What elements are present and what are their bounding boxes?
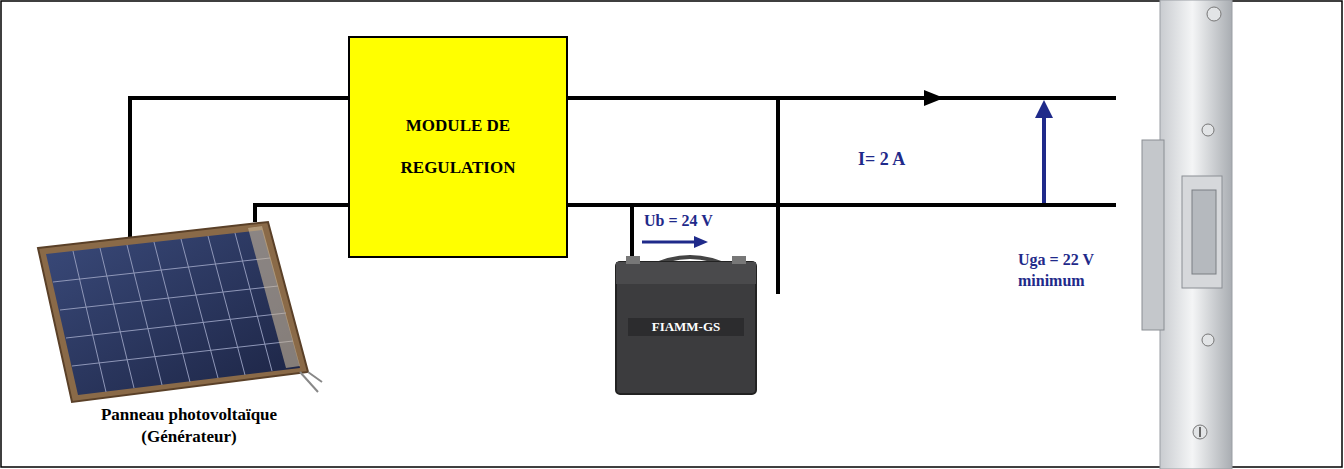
current-label: I= 2 A — [858, 148, 948, 171]
panel-caption: Panneau photovoltaïque (Générateur) — [64, 404, 314, 448]
load-voltage: Uga = 22 V minimum — [1018, 250, 1130, 292]
electric-strike — [1142, 0, 1232, 469]
node-text-wrap: MODULE DE REGULATION — [370, 105, 546, 190]
current-arrow — [924, 90, 944, 106]
regulation-module: MODULE DE REGULATION — [348, 36, 568, 258]
battery-voltage-arrow — [642, 236, 708, 248]
battery-brand: FIAMM-GS — [628, 319, 744, 336]
battery-voltage: Ub = 24 V — [644, 211, 754, 232]
solar-panel — [38, 222, 322, 402]
battery — [616, 256, 756, 394]
module-title: MODULE DE REGULATION — [370, 105, 546, 190]
voltage-arrow — [1035, 100, 1053, 203]
